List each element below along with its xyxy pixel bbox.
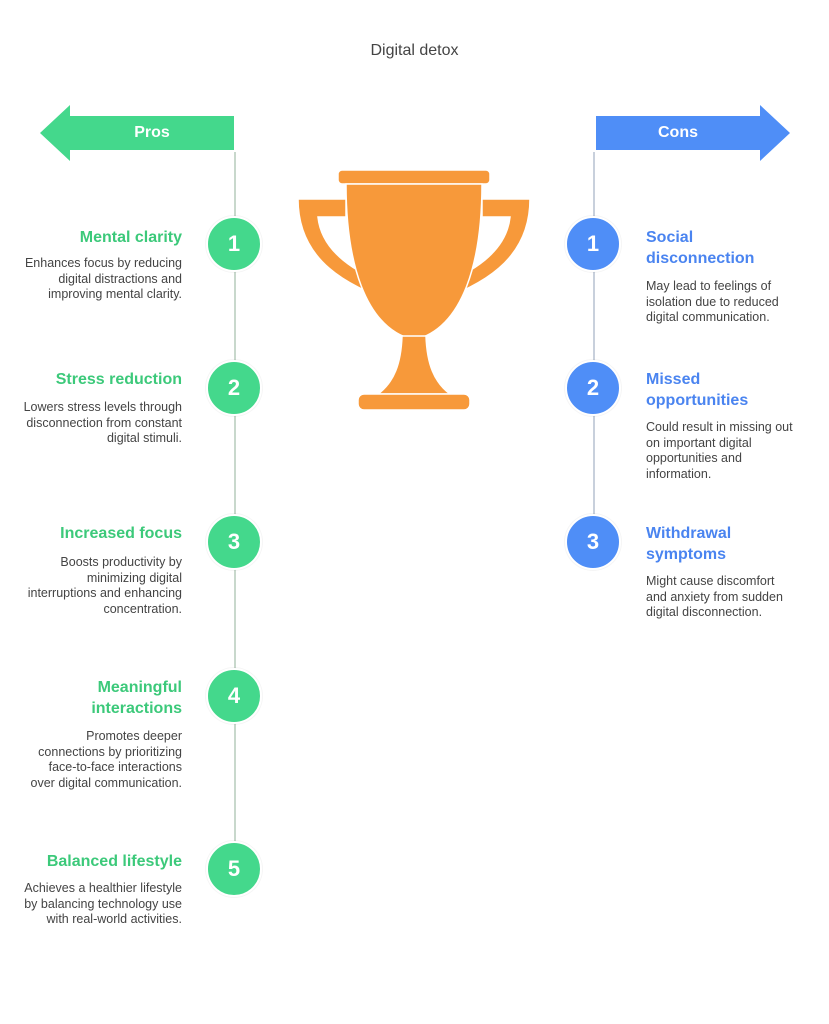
- pros-timeline-line: [234, 152, 236, 870]
- cons-label: Cons: [658, 124, 698, 141]
- right-arrow-icon: [596, 105, 790, 161]
- pros-heading: Stress reduction: [55, 371, 182, 388]
- cons-number-badge: 1: [565, 216, 621, 272]
- pros-description: Promotes deeper connections by prioritiz…: [30, 729, 182, 790]
- pros-number-badge: 4: [206, 668, 262, 724]
- pros-description: Boosts productivity by minimizing digita…: [27, 555, 182, 616]
- cons-timeline-line: [593, 152, 595, 544]
- cons-heading: Withdrawal symptoms: [646, 525, 732, 563]
- diagram-title: Digital detox: [370, 42, 459, 59]
- cons-description: May lead to feelings of isolation due to…: [646, 279, 779, 324]
- cons-heading: Social disconnection: [646, 229, 755, 267]
- pros-number-badge: 5: [206, 841, 262, 897]
- trophy-icon: [297, 169, 531, 411]
- pros-heading: Mental clarity: [79, 229, 182, 246]
- pros-heading: Balanced lifestyle: [46, 853, 182, 870]
- cons-arrow: Cons: [594, 105, 790, 161]
- cons-description: Could result in missing out on important…: [646, 420, 793, 481]
- pros-label: Pros: [134, 124, 170, 141]
- cons-number-badge: 2: [565, 360, 621, 416]
- pros-number-badge: 2: [206, 360, 262, 416]
- pros-description: Enhances focus by reducing digital distr…: [24, 256, 182, 301]
- pros-description: Achieves a healthier lifestyle by balanc…: [24, 881, 182, 926]
- pros-number-badge: 3: [206, 514, 262, 570]
- cons-heading: Missed opportunities: [646, 371, 749, 409]
- pros-heading: Increased focus: [60, 525, 182, 542]
- pros-heading: Meaningful interactions: [91, 679, 182, 717]
- cons-description: Might cause discomfort and anxiety from …: [646, 574, 783, 619]
- pros-description: Lowers stress levels through disconnecti…: [23, 400, 182, 445]
- pros-number-badge: 1: [206, 216, 262, 272]
- left-arrow-icon: [40, 105, 234, 161]
- pros-arrow: Pros: [40, 105, 236, 161]
- cons-number-badge: 3: [565, 514, 621, 570]
